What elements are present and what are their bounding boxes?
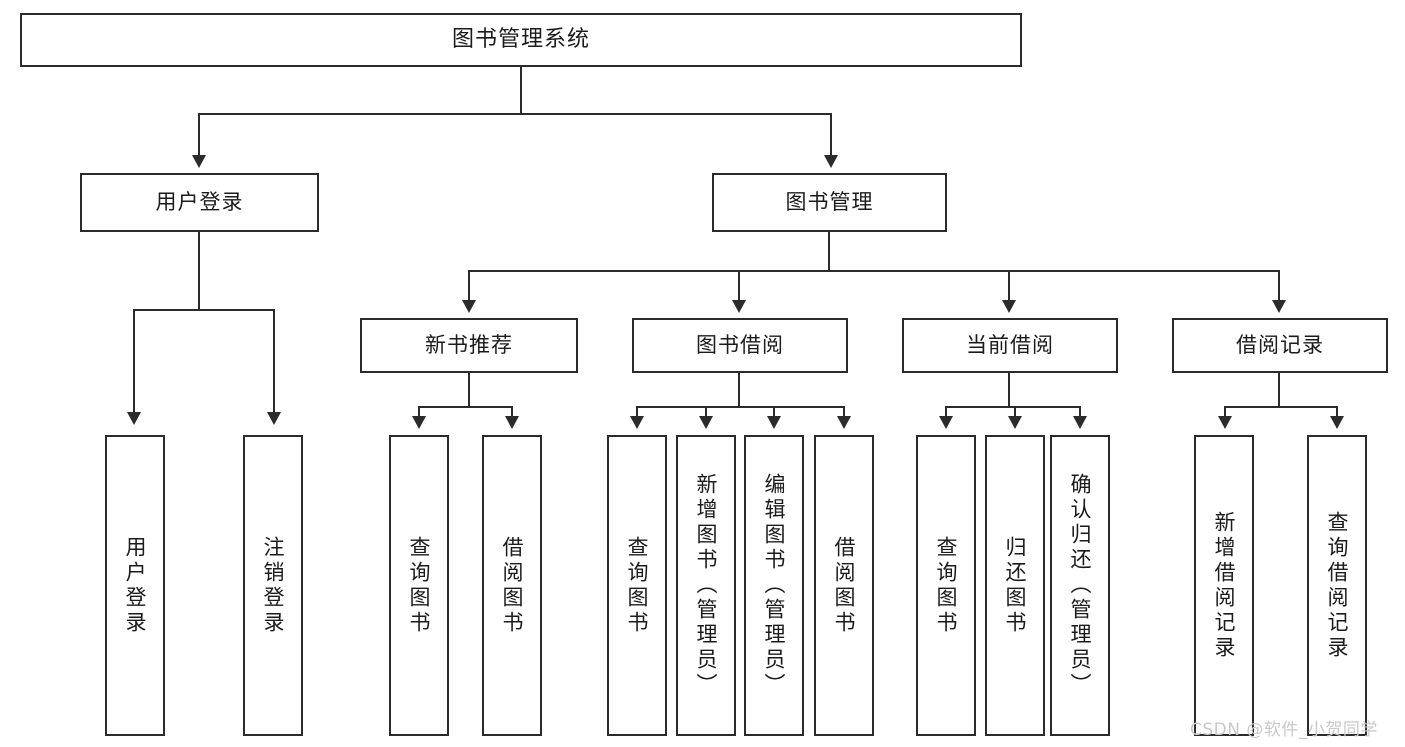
arrowhead-user-login-leaf-2: [267, 412, 281, 425]
leaf-label: 查询图书: [625, 535, 650, 636]
leaf-label: 归还图书: [1003, 535, 1028, 636]
node-root-book-management-system[interactable]: 图书管理系统: [20, 13, 1022, 67]
node-current-borrow[interactable]: 当前借阅: [902, 318, 1118, 373]
connector-root-drop-1: [198, 113, 201, 157]
leaf-label: 新增借阅记录: [1212, 510, 1237, 661]
connector-bb-bus: [636, 406, 845, 409]
arrowhead-cb-leaf-1: [939, 416, 953, 429]
connector-root-drop-2: [830, 113, 833, 157]
leaf-label: 用户登录: [123, 535, 148, 636]
leaf-new-book-query[interactable]: 查询图书: [389, 435, 449, 736]
connector-br-stem: [1278, 373, 1281, 406]
node-book-borrow[interactable]: 图书借阅: [632, 318, 848, 373]
leaf-label: 查询图书: [934, 535, 959, 636]
node-book-management[interactable]: 图书管理: [712, 173, 947, 232]
connector-bm-drop-3: [1008, 270, 1011, 302]
leaf-book-borrow-query[interactable]: 查询图书: [607, 435, 667, 736]
leaf-label: 新增图书（管理员）: [694, 473, 719, 698]
node-new-book-recommend[interactable]: 新书推荐: [360, 318, 578, 373]
connector-nbr-drop-1: [418, 406, 421, 418]
leaf-user-login-login[interactable]: 用户登录: [105, 435, 165, 736]
arrowhead-cb-leaf-3: [1073, 416, 1087, 429]
arrowhead-br-leaf-1: [1218, 416, 1232, 429]
leaf-label: 编辑图书（管理员）: [762, 473, 787, 698]
arrowhead-bb-leaf-1: [630, 416, 644, 429]
connector-bb-drop-4: [843, 406, 846, 418]
leaf-book-borrow-add[interactable]: 新增图书（管理员）: [676, 435, 736, 736]
connector-cb-drop-3: [1079, 406, 1082, 418]
arrowhead-nbr-leaf-1: [412, 416, 426, 429]
leaf-label: 确认归还（管理员）: [1068, 473, 1093, 698]
connector-cb-bus: [945, 406, 1081, 409]
connector-br-drop-1: [1224, 406, 1227, 418]
connector-bb-drop-2: [705, 406, 708, 418]
connector-nbr-stem: [468, 373, 471, 406]
connector-user-login-drop-2: [273, 309, 276, 414]
connector-bm-drop-4: [1278, 270, 1281, 302]
arrowhead-to-current-borrow: [1002, 300, 1016, 313]
arrowhead-to-borrow-record: [1272, 300, 1286, 313]
leaf-label: 借阅图书: [500, 535, 525, 636]
connector-bb-drop-1: [636, 406, 639, 418]
connector-br-bus: [1224, 406, 1338, 409]
arrowhead-nbr-leaf-2: [505, 416, 519, 429]
leaf-label: 查询借阅记录: [1325, 510, 1350, 661]
arrowhead-to-book-management: [824, 155, 838, 168]
connector-nbr-bus: [418, 406, 513, 409]
connector-user-login-drop-1: [133, 309, 136, 414]
arrowhead-user-login-leaf-1: [127, 412, 141, 425]
arrowhead-to-book-borrow: [732, 300, 746, 313]
arrowhead-bb-leaf-4: [837, 416, 851, 429]
leaf-borrow-record-query[interactable]: 查询借阅记录: [1307, 435, 1367, 736]
leaf-book-borrow-borrow[interactable]: 借阅图书: [814, 435, 874, 736]
connector-user-login-bus: [133, 309, 275, 312]
leaf-current-borrow-query[interactable]: 查询图书: [916, 435, 976, 736]
arrowhead-bb-leaf-3: [767, 416, 781, 429]
arrowhead-to-user-login: [192, 155, 206, 168]
leaf-label: 借阅图书: [832, 535, 857, 636]
connector-br-drop-2: [1336, 406, 1339, 418]
connector-cb-stem: [1008, 373, 1011, 406]
leaf-user-login-logout[interactable]: 注销登录: [243, 435, 303, 736]
connector-book-management-bus: [468, 270, 1280, 273]
connector-root-stem: [520, 67, 523, 113]
connector-bm-drop-1: [468, 270, 471, 302]
leaf-label: 注销登录: [261, 535, 286, 636]
arrowhead-bb-leaf-2: [699, 416, 713, 429]
node-user-login[interactable]: 用户登录: [80, 173, 319, 232]
arrowhead-cb-leaf-2: [1008, 416, 1022, 429]
leaf-current-borrow-return[interactable]: 归还图书: [985, 435, 1045, 736]
node-borrow-record[interactable]: 借阅记录: [1172, 318, 1388, 373]
arrowhead-br-leaf-2: [1330, 416, 1344, 429]
connector-cb-drop-1: [945, 406, 948, 418]
connector-nbr-drop-2: [511, 406, 514, 418]
connector-bm-drop-2: [738, 270, 741, 302]
connector-bb-drop-3: [773, 406, 776, 418]
connector-cb-drop-2: [1014, 406, 1017, 418]
leaf-current-borrow-confirm-return[interactable]: 确认归还（管理员）: [1050, 435, 1110, 736]
leaf-book-borrow-edit[interactable]: 编辑图书（管理员）: [744, 435, 804, 736]
connector-bb-stem: [738, 373, 741, 406]
leaf-borrow-record-add[interactable]: 新增借阅记录: [1194, 435, 1254, 736]
leaf-new-book-borrow[interactable]: 借阅图书: [482, 435, 542, 736]
connector-root-bus: [198, 113, 832, 116]
arrowhead-to-new-book-recommend: [462, 300, 476, 313]
connector-book-management-stem: [828, 232, 831, 270]
leaf-label: 查询图书: [407, 535, 432, 636]
connector-user-login-stem: [198, 232, 201, 309]
